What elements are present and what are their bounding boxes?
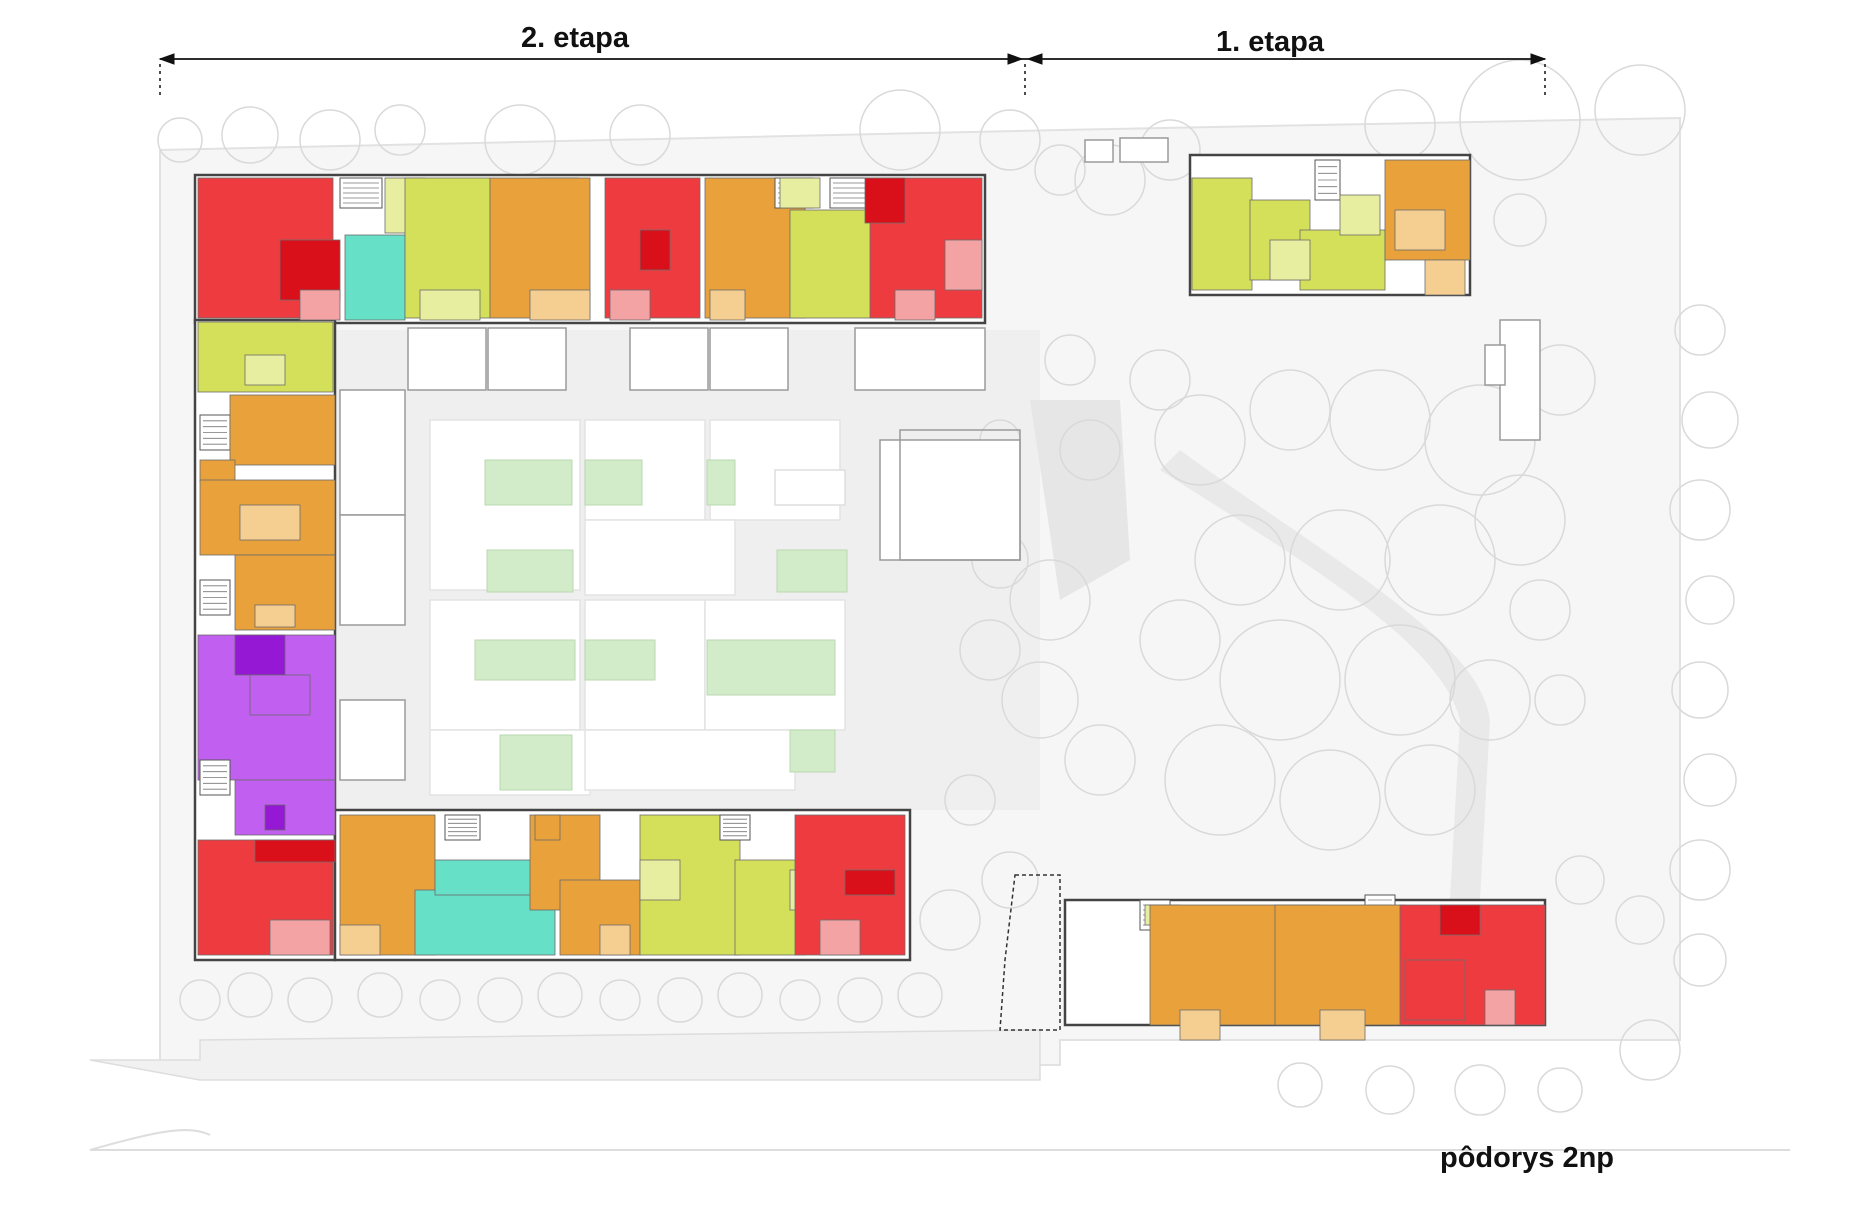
stage-1-label: 1. etapa — [1216, 26, 1324, 58]
stage-2-label: 2. etapa — [521, 22, 629, 54]
apartment-unit — [254, 839, 336, 863]
apartment-unit — [269, 919, 331, 956]
apartment-unit — [419, 289, 481, 321]
apartment-unit — [244, 354, 286, 386]
apartment-unit — [639, 859, 681, 901]
ground-floor-pavilions — [339, 137, 1541, 781]
stage-dimension-line — [158, 53, 1547, 96]
apartment-units — [197, 159, 1546, 1041]
apartment-unit — [264, 804, 286, 831]
courtyard — [429, 419, 848, 796]
apartment-unit — [944, 239, 983, 291]
apartment-unit — [709, 289, 746, 321]
apartment-unit — [1274, 904, 1406, 1026]
apartment-unit — [1484, 989, 1516, 1026]
apartment-unit — [819, 919, 861, 956]
apartment-unit — [779, 177, 821, 209]
apartment-unit — [609, 289, 651, 321]
apartment-unit — [1439, 904, 1481, 936]
apartment-unit — [1269, 239, 1311, 281]
apartment-unit — [434, 859, 536, 896]
apartment-unit — [1394, 209, 1446, 251]
apartment-unit — [1404, 959, 1466, 1021]
apartment-unit — [339, 924, 381, 956]
apartment-unit — [1319, 1009, 1366, 1041]
dashed-boundary — [999, 874, 1061, 1031]
apartment-unit — [639, 229, 671, 271]
apartment-unit — [534, 814, 561, 841]
apartment-unit — [239, 504, 301, 541]
apartment-unit — [344, 234, 406, 321]
apartment-unit — [249, 674, 311, 716]
drawing-title: pôdorys 2np — [1440, 1142, 1615, 1174]
apartment-unit — [1191, 177, 1253, 291]
apartment-unit — [234, 634, 286, 676]
apartment-unit — [529, 289, 591, 321]
apartment-unit — [254, 604, 296, 628]
apartment-unit — [299, 289, 341, 321]
apartment-unit — [844, 869, 896, 896]
apartment-unit — [199, 459, 236, 483]
apartment-unit — [1424, 259, 1466, 296]
apartment-unit — [894, 289, 936, 321]
apartment-unit — [1339, 194, 1381, 236]
apartment-unit — [1299, 229, 1386, 291]
apartment-unit — [1179, 1009, 1221, 1041]
apartment-unit — [864, 177, 906, 224]
apartment-unit — [229, 394, 336, 466]
apartment-unit — [599, 924, 631, 956]
